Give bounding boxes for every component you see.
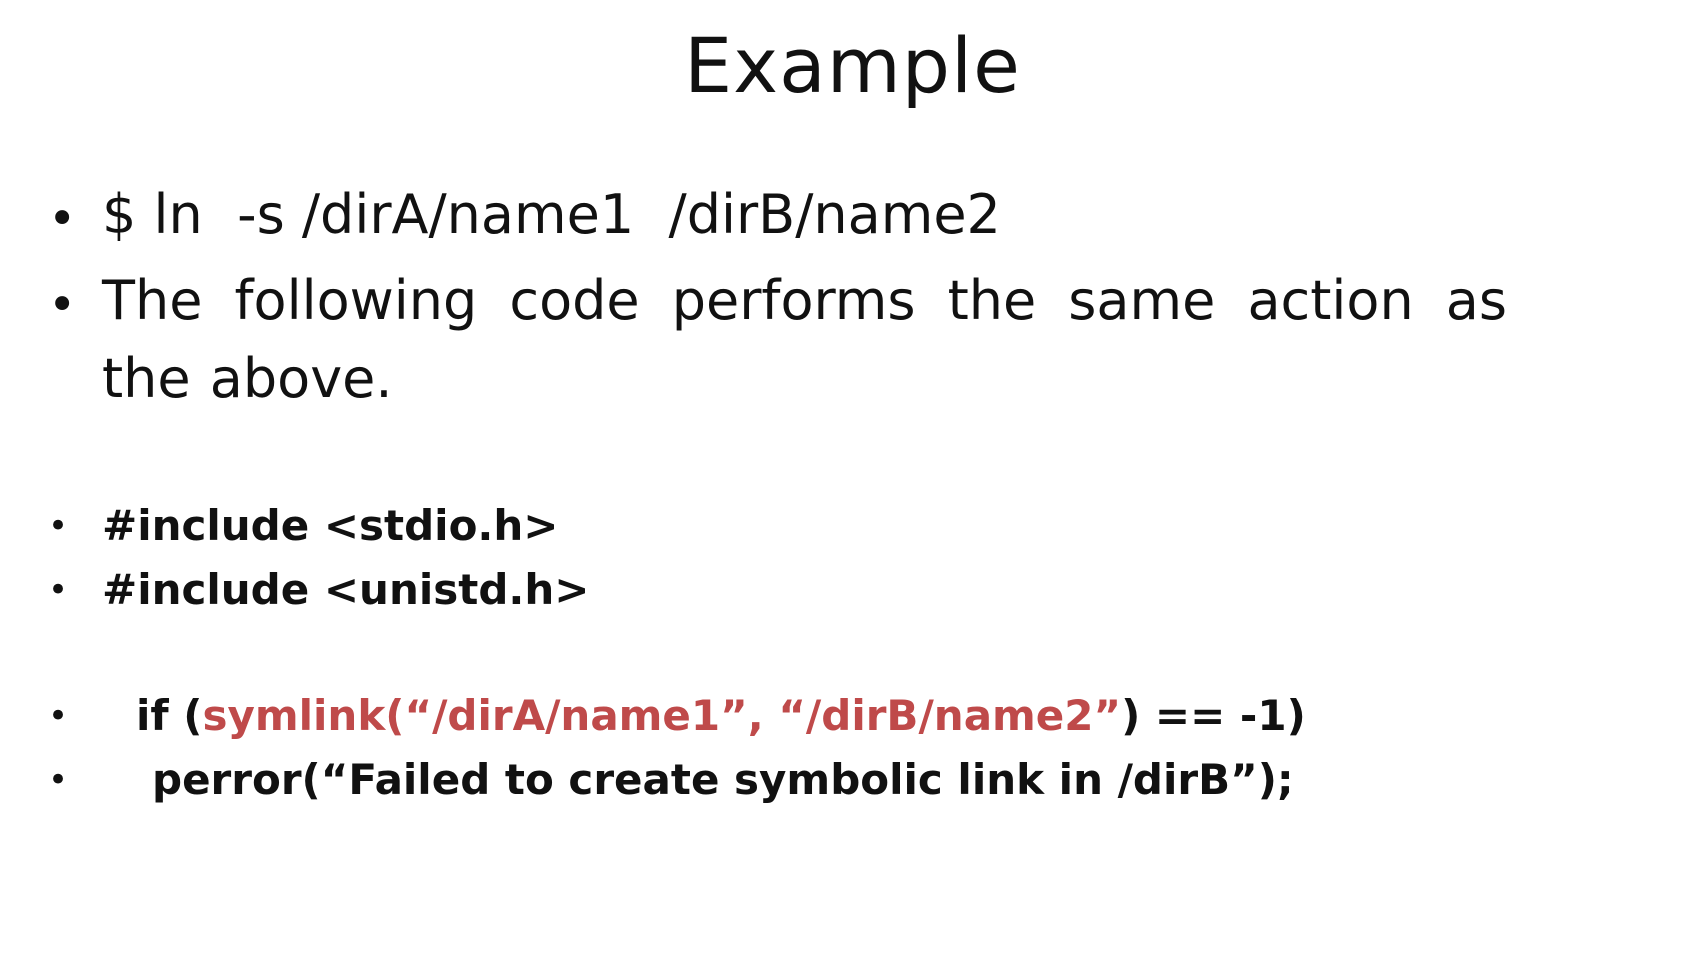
code-line-perror: • perror(“Failed to create symbolic link… bbox=[48, 750, 1657, 810]
code-text: #include <stdio.h> bbox=[102, 501, 559, 550]
code-line-include-stdio: • #include <stdio.h> bbox=[48, 496, 1657, 556]
if-prefix: if ( bbox=[136, 691, 203, 740]
if-suffix: ) == -1) bbox=[1121, 691, 1306, 740]
command-text: $ ln -s /dirA/name1 /dirB/name2 bbox=[102, 183, 1001, 246]
bullet-dot: • bbox=[48, 760, 69, 800]
slide-title: Example bbox=[684, 21, 1021, 110]
code-text: perror(“Failed to create symbolic link i… bbox=[152, 755, 1294, 804]
bullet-command: • $ ln -s /dirA/name1 /dirB/name2 bbox=[48, 176, 1657, 256]
code-line-include-unistd: • #include <unistd.h> bbox=[48, 560, 1657, 620]
bullet-dot: • bbox=[48, 277, 77, 333]
bullet-dot: • bbox=[48, 191, 77, 247]
symlink-call: symlink(“/dirA/name1”, “/dirB/name2” bbox=[202, 691, 1122, 740]
code-text: if (symlink(“/dirA/name1”, “/dirB/name2”… bbox=[136, 686, 1306, 746]
bullet-dot: • bbox=[48, 696, 69, 736]
description-text: The following code performs the same act… bbox=[102, 269, 1507, 410]
code-text: #include <unistd.h> bbox=[102, 565, 590, 614]
code-line-if: • if (symlink(“/dirA/name1”, “/dirB/name… bbox=[48, 686, 1657, 746]
bullet-description: • The following code performs the same a… bbox=[48, 262, 1657, 422]
bullet-dot: • bbox=[48, 506, 69, 546]
bullet-dot: • bbox=[48, 570, 69, 610]
